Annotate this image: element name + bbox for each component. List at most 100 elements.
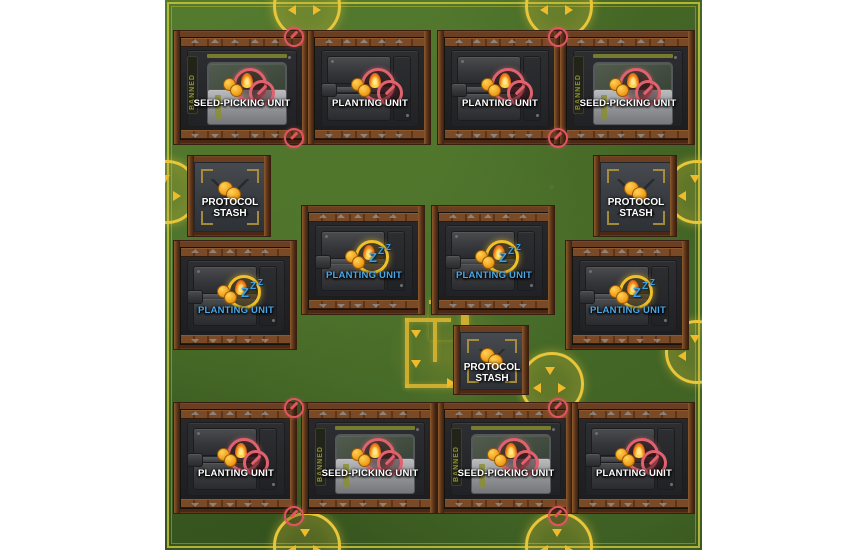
chevron-icon	[657, 134, 665, 138]
machine-upper-panel	[591, 428, 655, 456]
arrow-marker-icon	[565, 5, 573, 15]
plot-post-right	[430, 403, 436, 513]
plot-post-right	[290, 403, 296, 513]
building-interior: PLANTING UNIT	[444, 37, 556, 140]
chevron-icon	[455, 134, 463, 138]
chevron-icon	[472, 39, 481, 43]
chevron-icon	[251, 134, 259, 138]
arrow-marker-icon	[313, 545, 321, 550]
chevron-icon	[208, 411, 217, 415]
chevron-icon	[475, 503, 483, 507]
plot-post-left	[174, 403, 180, 513]
machine-bolt	[325, 235, 328, 238]
arrow-marker-icon	[533, 383, 541, 393]
chevron-icon	[535, 503, 543, 507]
chevron-icon	[641, 411, 650, 415]
arrow-marker-icon	[690, 335, 700, 343]
plot-post-right	[682, 241, 688, 349]
chevron-icon	[371, 214, 380, 218]
arrow-marker-icon	[540, 545, 548, 550]
arrow-marker-icon	[552, 529, 562, 537]
chevron-icon	[243, 249, 252, 253]
forbidden-icon	[284, 27, 304, 47]
machine-lower-panel	[193, 462, 257, 490]
chevron-icon	[325, 39, 333, 43]
chevron-icon	[637, 39, 645, 43]
plot-post-left	[302, 206, 308, 314]
plot-rail-bottom	[579, 499, 689, 508]
building-planting-unit[interactable]: PLANTING UNIT	[571, 402, 695, 514]
chevron-icon	[395, 134, 404, 138]
machine-bolt	[288, 56, 291, 59]
plot-post-left	[594, 156, 600, 236]
machine-upper-panel	[193, 266, 257, 294]
plot-post-right	[566, 403, 572, 513]
chevron-icon	[211, 39, 219, 43]
plot-rail-top	[181, 410, 291, 419]
chevron-icon	[490, 134, 499, 138]
plot-rail-top	[579, 410, 689, 419]
stash-corner-icon	[653, 169, 665, 183]
machine-bolt	[331, 60, 334, 63]
chevron-icon	[191, 249, 199, 253]
chevron-icon	[495, 503, 503, 507]
machine-strip	[479, 464, 485, 488]
stash-corner-icon	[653, 211, 665, 225]
plot-post-left	[188, 156, 194, 236]
machine-strip	[215, 95, 221, 119]
chevron-icon	[191, 134, 199, 138]
machine-piston	[445, 255, 461, 269]
plot-post-right	[548, 206, 554, 314]
chevron-icon	[455, 411, 463, 415]
chevron-icon	[208, 503, 217, 507]
forbidden-icon	[548, 128, 568, 148]
plot-rail-bottom	[573, 335, 683, 344]
plot-post-left	[438, 403, 444, 513]
banned-tag-label: BANNED	[187, 56, 198, 114]
arrow-marker-icon	[313, 5, 321, 15]
machine-bolt	[552, 428, 555, 431]
plot-rail-bottom	[181, 335, 291, 344]
machine-strip	[343, 464, 349, 488]
banned-tag-label: BANNED	[451, 428, 462, 486]
stash-coin-group	[217, 181, 243, 202]
banned-tag-label: BANNED	[573, 56, 584, 114]
chevron-icon	[490, 39, 499, 43]
forbidden-icon	[548, 398, 568, 418]
building-planting-unit[interactable]: PLANTING UNIT	[173, 402, 297, 514]
stash-corner-icon	[467, 369, 479, 383]
chevron-icon	[501, 304, 510, 308]
chevron-icon	[359, 503, 367, 507]
chevron-icon	[261, 249, 270, 253]
arrow-marker-icon	[411, 360, 421, 368]
arrow-marker-icon	[411, 330, 421, 338]
path-segment	[405, 318, 451, 322]
plot-post-right	[424, 31, 430, 144]
chevron-icon	[507, 134, 516, 138]
chevron-icon	[455, 503, 463, 507]
building-planting-unit[interactable]: PLANTING UNIT	[437, 30, 561, 145]
stash-corner-icon	[247, 211, 259, 225]
machine-strip	[471, 426, 551, 430]
building-planting-unit[interactable]: PLANTING UNIT	[307, 30, 431, 145]
chevron-icon	[597, 134, 605, 138]
chevron-icon	[271, 39, 279, 43]
